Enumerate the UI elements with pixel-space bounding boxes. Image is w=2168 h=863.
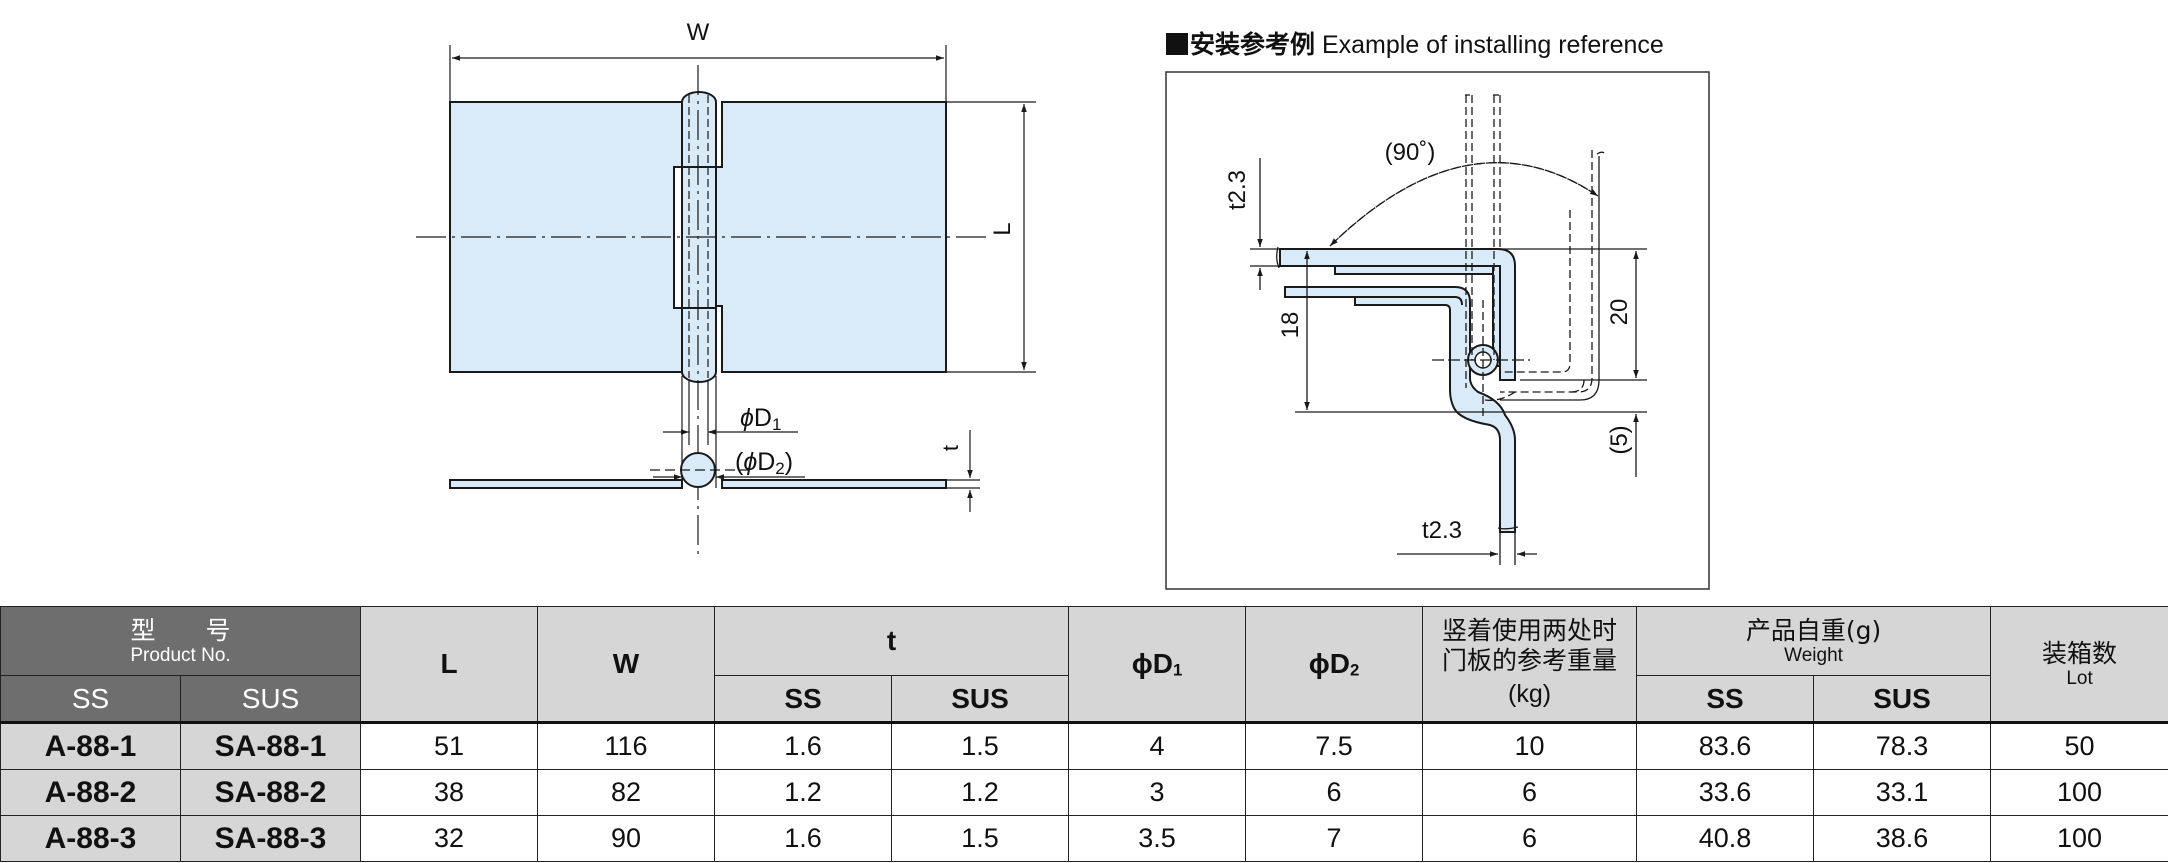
cell-lot: 100 [1990,769,2168,816]
dim-t-label: t [938,445,963,451]
dim-18-label: 18 [1277,312,1304,339]
header-lot: 装箱数 Lot [1990,606,2168,723]
dim-20-label: 20 [1606,299,1633,326]
header-D1: ϕD1 [1068,606,1247,723]
lower-bracket [1284,286,1516,533]
cell-D2: 6 [1245,769,1424,816]
cell-L: 51 [360,721,539,770]
header-t: t [714,606,1070,676]
spec-table: 型 号 Product No. L W t ϕD1 ϕD2 竖着使用两处时 门板… [0,606,2168,862]
cell-load: 10 [1422,721,1638,770]
table-row: A-88-2 SA-88-2 38 82 1.2 1.2 3 6 6 33.6 … [0,769,2168,816]
cell-weight-sus: 38.6 [1813,815,1992,862]
cell-L: 32 [360,815,539,862]
header-sus: SUS [179,675,362,723]
dim-t-top-label: t2.3 [1224,170,1251,210]
install-example-drawing [1250,94,1647,565]
cell-weight-ss: 40.8 [1636,815,1815,862]
dim-W-label: W [687,19,710,46]
header-L: L [360,606,539,723]
cell-L: 38 [360,769,539,816]
cell-W: 82 [537,769,716,816]
dim-5-label: (5) [1606,425,1633,454]
install-example-title: 安装参考例 Example of installing reference [1166,30,1664,60]
header-weight-ss: SS [1636,675,1815,723]
cell-ss-part: A-88-1 [0,721,181,770]
cell-t-ss: 1.2 [714,769,893,816]
angle-label: (90˚) [1385,139,1436,166]
dim-D2-label: (ϕD2) [735,448,793,478]
cell-t-ss: 1.6 [714,815,893,862]
header-ss: SS [0,675,181,723]
cell-D1: 3 [1068,769,1247,816]
cell-ss-part: A-88-2 [0,769,181,816]
cell-D2: 7.5 [1245,721,1424,770]
cell-W: 90 [537,815,716,862]
cell-t-sus: 1.5 [891,815,1070,862]
install-example-title-en: Example of installing reference [1321,31,1664,59]
header-W: W [537,606,716,723]
dim-L-label: L [989,222,1016,235]
cell-lot: 100 [1990,815,2168,862]
cell-load: 6 [1422,769,1638,816]
cell-weight-ss: 83.6 [1636,721,1815,770]
install-example-frame [1165,71,1710,590]
cell-D1: 4 [1068,721,1247,770]
cell-weight-ss: 33.6 [1636,769,1815,816]
dim-D1-label: ϕD1 [740,404,781,434]
technical-drawing: W L ϕD1 (ϕD2) t [416,19,1710,590]
cell-t-sus: 1.5 [891,721,1070,770]
install-example-title-cn: 安装参考例 [1190,30,1316,59]
cell-D1: 3.5 [1068,815,1247,862]
cell-sus-part: SA-88-2 [179,769,362,816]
cell-ss-part: A-88-3 [0,815,181,862]
table-row: A-88-3 SA-88-3 32 90 1.6 1.5 3.5 7 6 40.… [0,815,2168,862]
cell-t-ss: 1.6 [714,721,893,770]
cell-weight-sus: 78.3 [1813,721,1992,770]
square-bullet-icon [1166,33,1188,55]
header-load: 竖着使用两处时 门板的参考重量 (kg) [1422,606,1638,723]
header-t-sus: SUS [891,675,1070,723]
header-D2: ϕD2 [1245,606,1424,723]
cell-W: 116 [537,721,716,770]
hinge-side-view [449,452,947,489]
header-t-ss: SS [714,675,893,723]
cell-D2: 7 [1245,815,1424,862]
dim-t-bottom-label: t2.3 [1422,517,1462,544]
header-product-no: 型 号 Product No. [0,606,362,676]
header-weight-sus: SUS [1813,675,1992,723]
cell-sus-part: SA-88-3 [179,815,362,862]
header-weight: 产品自重(g) Weight [1636,606,1992,676]
cell-load: 6 [1422,815,1638,862]
cell-lot: 50 [1990,721,2168,770]
table-row: A-88-1 SA-88-1 51 116 1.6 1.5 4 7.5 10 8… [0,721,2168,770]
cell-t-sus: 1.2 [891,769,1070,816]
cell-sus-part: SA-88-1 [179,721,362,770]
cell-weight-sus: 33.1 [1813,769,1992,816]
